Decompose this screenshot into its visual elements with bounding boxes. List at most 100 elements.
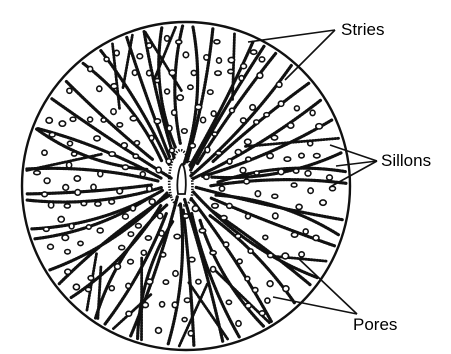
pore [97,86,102,91]
pore [235,149,241,154]
pore [74,176,80,181]
label-sillons: Sillons [381,151,431,170]
pore [169,70,176,76]
label-stries: Stries [341,20,384,39]
pore [75,190,81,196]
pore [316,124,323,129]
pore [86,225,91,229]
sillons-leader-3 [330,161,377,187]
pore [214,40,220,44]
pore [284,157,291,161]
pore [291,232,297,237]
pore [246,214,251,219]
pore [283,286,289,292]
pore [263,235,268,239]
pore [294,106,299,111]
pore [268,253,274,257]
pore [257,73,263,79]
pore [63,185,69,191]
pore [44,227,50,231]
pore [78,241,83,245]
pore [34,171,41,175]
pore [184,298,190,302]
pore [136,224,142,228]
pore [131,205,136,211]
pore [212,132,217,136]
pore [215,71,221,75]
pore [111,84,117,89]
pore [250,105,256,110]
pore [135,141,140,146]
pore [128,259,134,264]
pore [95,202,101,206]
pore [221,216,227,220]
pore [69,223,74,228]
pore [291,183,297,187]
pore [288,123,294,128]
pore [147,70,152,75]
pore [174,234,180,239]
pore [217,58,222,63]
pore [149,199,155,204]
pore [278,101,283,106]
pore [97,228,103,233]
pore [259,57,265,62]
pore [314,153,320,157]
pore [109,152,115,157]
pore [199,229,205,233]
pore [254,120,259,124]
pore [188,85,193,89]
label-pores: Pores [353,315,397,334]
pore [98,171,103,177]
pore [267,281,273,287]
pore [160,302,165,307]
pore [265,298,270,303]
pore [172,110,177,115]
pore [177,95,183,100]
pore [172,302,177,308]
pore [241,118,246,123]
pore [48,202,53,208]
pore [192,206,198,212]
pore [226,300,231,304]
stria-branch [98,267,101,320]
pore [132,70,137,75]
pore [183,214,189,218]
pore [190,143,196,148]
pore [313,235,319,240]
pore [109,200,115,205]
pore [264,113,269,117]
pore [303,229,308,234]
pore [210,251,216,255]
pore [117,188,123,193]
pore [271,135,277,140]
pore [88,66,93,71]
pore [211,111,216,116]
pore [142,302,148,307]
pore [109,286,114,291]
pore [293,169,298,173]
pore [65,269,71,274]
pore [216,151,222,155]
pore [133,154,138,158]
pore [81,201,87,205]
pore [128,232,133,236]
pore [299,252,304,257]
pore [163,280,168,284]
pore [146,43,151,48]
stria-line [187,28,213,162]
pore [236,321,241,327]
pore [308,188,313,193]
stria-line [211,180,346,186]
pore [121,143,127,148]
pore [154,119,160,124]
pore [88,276,94,281]
pore [240,167,246,173]
pore [48,244,54,249]
pore [42,192,48,197]
pore [282,253,289,259]
pore [252,288,257,293]
pore [137,54,143,59]
pore [251,50,257,54]
pore [86,287,92,291]
